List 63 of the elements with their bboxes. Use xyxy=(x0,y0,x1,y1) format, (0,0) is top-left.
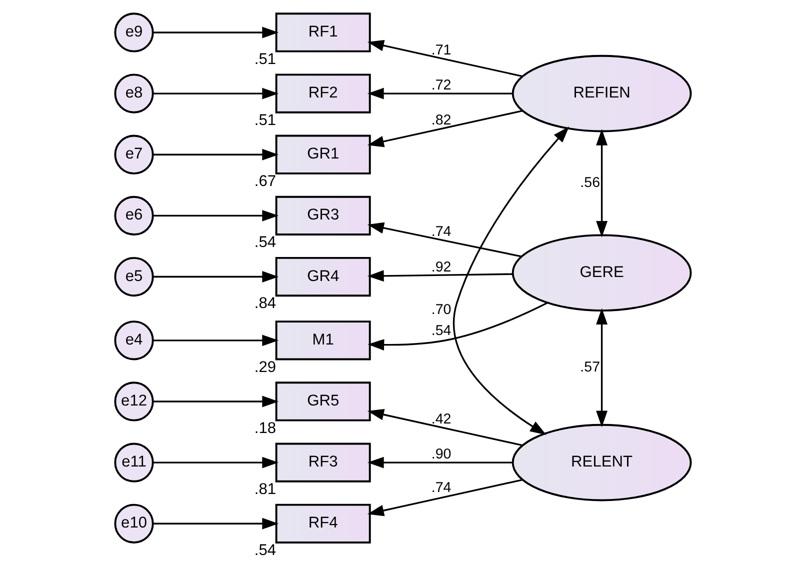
arrow xyxy=(152,518,278,530)
node-circle: e10 xyxy=(114,504,154,544)
node-circle: e4 xyxy=(114,320,154,360)
arrow xyxy=(152,26,278,38)
arrow xyxy=(366,408,522,446)
arrow xyxy=(596,128,608,238)
node-ellipse: REFIEN xyxy=(511,54,692,132)
edge-label: .92 xyxy=(430,259,451,276)
node-label: .67 xyxy=(254,172,276,190)
arrow xyxy=(452,126,569,436)
edge-label: .56 xyxy=(580,174,600,191)
arrow xyxy=(366,88,512,100)
arrow xyxy=(366,270,512,282)
edge-label: .72 xyxy=(430,77,451,94)
arrow xyxy=(152,396,278,408)
node-circle: e12 xyxy=(114,382,154,422)
edge-label: .71 xyxy=(430,42,451,58)
node-box: GR5 xyxy=(274,382,370,422)
node-label: .51 xyxy=(254,112,276,129)
arrow xyxy=(366,456,512,468)
node-box: RF1 xyxy=(274,12,370,52)
edge-label: .82 xyxy=(430,112,451,128)
node-label: .29 xyxy=(254,358,276,376)
node-box: RF3 xyxy=(274,442,370,482)
edge-label: .74 xyxy=(430,224,451,240)
edge-label: .74 xyxy=(430,480,451,496)
node-box: RF4 xyxy=(274,504,370,544)
node-box: RF2 xyxy=(274,74,370,114)
node-label: .84 xyxy=(254,295,276,312)
arrow xyxy=(366,40,522,78)
arrow xyxy=(152,88,278,100)
node-circle: e7 xyxy=(114,134,154,174)
node-circle: e9 xyxy=(114,12,154,52)
arrow xyxy=(152,456,278,468)
node-label: .54 xyxy=(254,542,276,559)
arrow xyxy=(366,479,522,516)
node-circle: e5 xyxy=(114,256,154,297)
node-ellipse: GERE xyxy=(511,234,692,312)
node-label: .81 xyxy=(254,480,276,498)
arrow xyxy=(152,271,278,282)
edge-label: .54 xyxy=(430,322,451,339)
edge-label: .90 xyxy=(430,446,451,462)
arrow xyxy=(366,222,521,258)
arrow xyxy=(596,308,608,428)
arrow xyxy=(367,302,548,351)
arrow xyxy=(152,210,278,222)
node-label: .18 xyxy=(254,420,276,437)
arrow xyxy=(366,110,522,148)
edge-label: .70 xyxy=(430,302,451,318)
node-circle: e11 xyxy=(114,442,154,482)
node-box: GR3 xyxy=(274,196,370,236)
node-box: GR1 xyxy=(274,134,370,174)
node-box: GR4 xyxy=(274,256,370,297)
arrow xyxy=(152,148,278,160)
node-label: .54 xyxy=(254,234,276,251)
edge-label: .42 xyxy=(430,411,451,428)
node-circle: e6 xyxy=(114,196,154,236)
node-label: .51 xyxy=(254,50,276,68)
node-circle: e8 xyxy=(114,74,154,114)
node-ellipse: RELENT xyxy=(511,424,692,502)
edge-label: .57 xyxy=(580,359,600,376)
arrow xyxy=(152,334,278,346)
node-box: M1 xyxy=(274,320,370,360)
